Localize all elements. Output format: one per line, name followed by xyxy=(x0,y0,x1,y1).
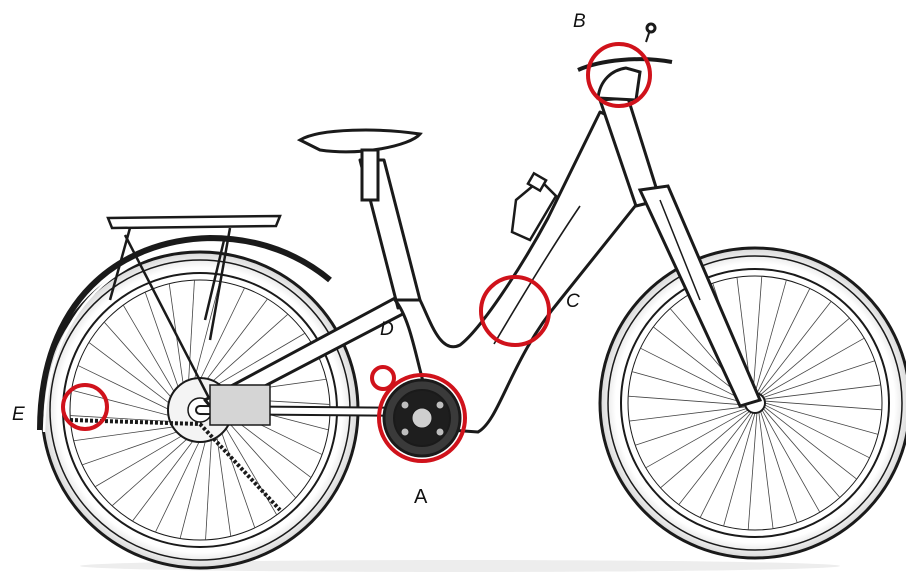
callout-label-a: A xyxy=(414,487,427,507)
callout-label-e: E xyxy=(12,405,25,424)
motor xyxy=(384,380,460,456)
callout-circle-d xyxy=(372,367,394,389)
callout-label-c: C xyxy=(566,292,580,311)
callout-label-b: B xyxy=(573,12,586,31)
callout-label-d: D xyxy=(380,320,394,339)
rear-hub-plate xyxy=(210,385,270,425)
